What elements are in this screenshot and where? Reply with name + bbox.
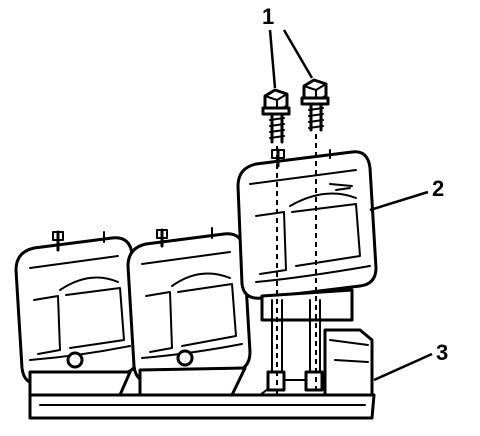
leader-1 <box>268 29 314 89</box>
bolt-left <box>261 88 291 395</box>
leader-3 <box>373 352 433 382</box>
coil-middle <box>126 227 252 397</box>
ignition-coil <box>236 148 378 392</box>
coil-left <box>14 230 140 397</box>
callout-2: 2 <box>432 176 444 201</box>
coil-mounting-bracket <box>28 328 376 420</box>
callout-1: 1 <box>262 4 274 29</box>
callout-3: 3 <box>436 340 448 365</box>
bolt-right <box>300 78 330 395</box>
leader-2 <box>369 190 429 212</box>
